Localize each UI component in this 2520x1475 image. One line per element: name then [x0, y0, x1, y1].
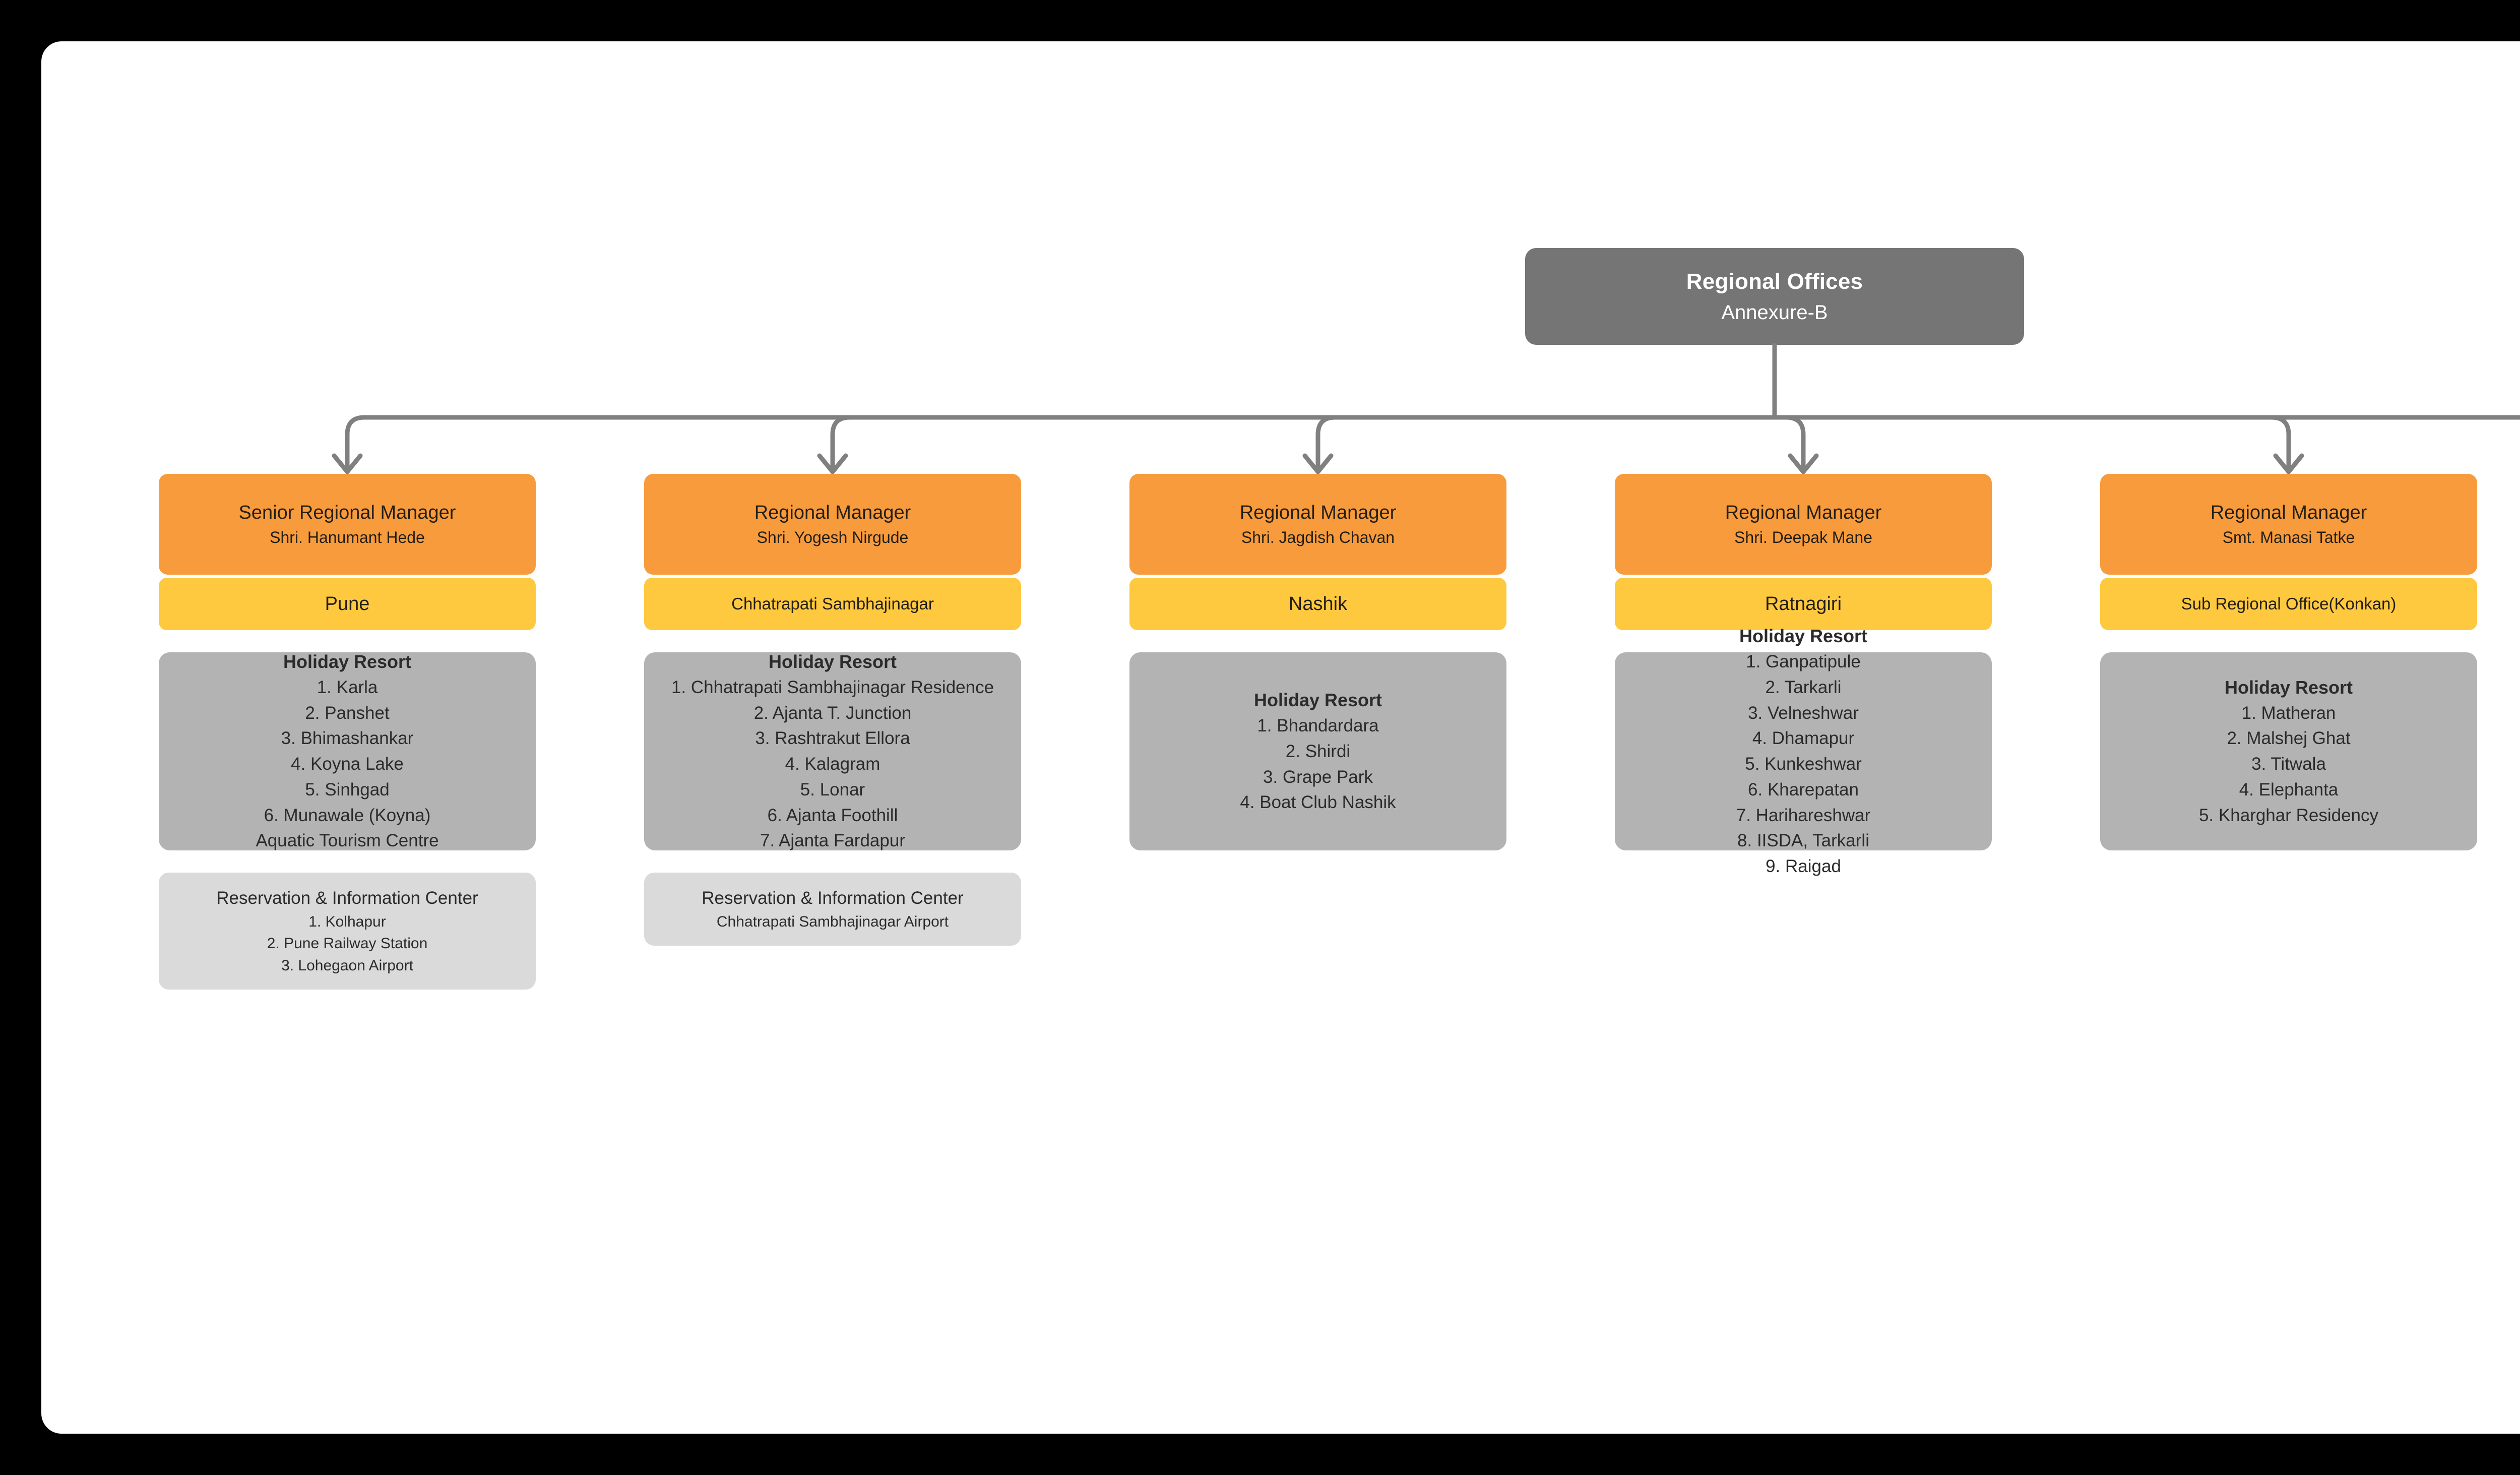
holiday-resort-heading: Holiday Resort — [2224, 677, 2353, 698]
reservation-center-item: Chhatrapati Sambhajinagar Airport — [716, 913, 949, 930]
holiday-resort-item: 6. Munawale (Koyna) — [264, 805, 431, 825]
holiday-resort-item: 5. Lonar — [800, 779, 865, 800]
holiday-resort-item: 4. Boat Club Nashik — [1240, 792, 1396, 813]
holiday-resort-item: 1. Ganpatipule — [1746, 652, 1861, 672]
reservation-information-center-card: Reservation & Information Center 1. Kolha… — [159, 873, 536, 990]
manager-role-label: Regional Manager — [1725, 502, 1882, 524]
holiday-resort-item: 1. Matheran — [2241, 703, 2336, 723]
office-name-label: Pune — [325, 593, 370, 614]
holiday-resort-item: 4. Koyna Lake — [291, 754, 404, 774]
holiday-resort-item: 5. Kunkeshwar — [1745, 754, 1862, 774]
holiday-resort-heading: Holiday Resort — [1253, 689, 1382, 710]
holiday-resort-card: Holiday Resort 1. Bhandardara 2. Shirdi 3. … — [1129, 652, 1506, 850]
holiday-resort-card: Holiday Resort 1. Ganpatipule 2. Tarkarli 3… — [1615, 626, 1992, 876]
office-name-label: Ratnagiri — [1765, 593, 1842, 614]
holiday-resort-item: 8. IISDA, Tarkarli — [1737, 831, 1869, 851]
holiday-resort-item: 1. Karla — [317, 677, 378, 697]
holiday-resort-item: 4. Dhamapur — [1752, 728, 1855, 749]
office-name-label: Sub Regional Office(Konkan) — [2181, 594, 2397, 613]
holiday-resort-item: 3. Rashtrakut Ellora — [755, 728, 910, 749]
root-node-regional-offices: Regional Offices Annexure-B — [1525, 248, 2024, 345]
office-card[interactable]: Nashik — [1129, 578, 1506, 630]
holiday-resort-item: 2. Tarkarli — [1765, 677, 1842, 697]
holiday-resort-item: 2. Malshej Ghat — [2227, 728, 2351, 749]
root-node-title: Regional Offices — [1686, 269, 1863, 294]
holiday-resort-item: 7. Harihareshwar — [1736, 805, 1871, 825]
holiday-resort-heading: Holiday Resort — [768, 651, 897, 672]
holiday-resort-item: 3. Velneshwar — [1748, 703, 1859, 723]
office-card[interactable]: Ratnagiri — [1615, 578, 1992, 630]
manager-name-label: Smt. Manasi Tatke — [2222, 528, 2355, 546]
office-card[interactable]: Chhatrapati Sambhajinagar — [644, 578, 1021, 630]
holiday-resort-item: 4. Kalagram — [785, 754, 880, 774]
holiday-resort-item: Aquatic Tourism Centre — [256, 831, 439, 851]
manager-name-label: Shri. Jagdish Chavan — [1241, 528, 1395, 546]
holiday-resort-heading: Holiday Resort — [283, 651, 412, 672]
holiday-resort-item: 2. Shirdi — [1285, 741, 1351, 761]
holiday-resort-item: 1. Chhatrapati Sambhajinagar Residence — [671, 677, 994, 697]
holiday-resort-card: Holiday Resort 1. Chhatrapati Sambhajinag… — [644, 651, 1021, 850]
root-node-subtitle: Annexure-B — [1721, 301, 1828, 324]
reservation-center-heading: Reservation & Information Center — [702, 888, 964, 908]
manager-role-label: Senior Regional Manager — [238, 502, 456, 524]
manager-role-label: Regional Manager — [1239, 502, 1397, 524]
manager-role-label: Regional Manager — [754, 502, 911, 524]
reservation-center-item: 1. Kolhapur — [308, 913, 386, 930]
holiday-resort-item: 3. Bhimashankar — [281, 728, 414, 749]
holiday-resort-item: 6. Ajanta Foothill — [767, 805, 898, 825]
holiday-resort-card: Holiday Resort 1. Matheran 2. Malshej Ghat… — [2100, 652, 2477, 850]
holiday-resort-item: 7. Ajanta Fardapur — [760, 831, 905, 851]
holiday-resort-item: 3. Grape Park — [1263, 767, 1373, 787]
manager-name-label: Shri. Yogesh Nirgude — [757, 528, 909, 546]
manager-name-label: Shri. Deepak Mane — [1734, 528, 1872, 546]
holiday-resort-item: 4. Elephanta — [2239, 779, 2339, 800]
holiday-resort-item: 1. Bhandardara — [1257, 716, 1379, 736]
reservation-center-heading: Reservation & Information Center — [216, 888, 478, 908]
office-name-label: Nashik — [1288, 593, 1348, 614]
holiday-resort-item: 2. Ajanta T. Junction — [753, 703, 912, 723]
reservation-center-item: 3. Lohegaon Airport — [281, 957, 413, 974]
holiday-resort-heading: Holiday Resort — [1739, 626, 1868, 647]
reservation-center-item: 2. Pune Railway Station — [267, 935, 428, 952]
holiday-resort-item: 2. Panshet — [305, 703, 390, 723]
manager-name-label: Shri. Hanumant Hede — [270, 528, 425, 546]
holiday-resort-item: 3. Titwala — [2251, 754, 2326, 774]
holiday-resort-card: Holiday Resort 1. Karla 2. Panshet 3. Bhima… — [159, 651, 536, 850]
holiday-resort-item: 5. Sinhgad — [305, 779, 390, 800]
office-name-label: Chhatrapati Sambhajinagar — [731, 594, 934, 613]
holiday-resort-item: 9. Raigad — [1766, 856, 1841, 877]
office-card[interactable]: Pune — [159, 578, 536, 630]
holiday-resort-item: 5. Kharghar Residency — [2198, 805, 2379, 825]
holiday-resort-item: 6. Kharepatan — [1748, 779, 1859, 800]
manager-role-label: Regional Manager — [2210, 502, 2367, 524]
office-card[interactable]: Sub Regional Office(Konkan) — [2100, 578, 2477, 630]
